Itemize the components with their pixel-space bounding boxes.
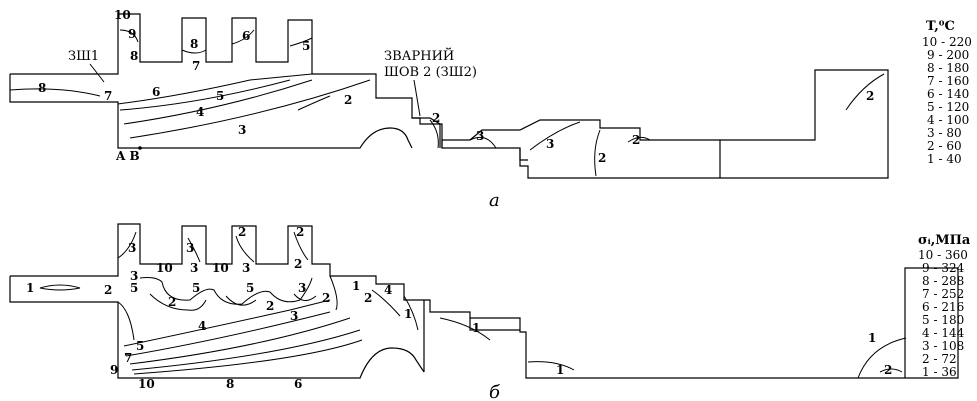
contour-label: 2 — [364, 291, 372, 305]
contour-label: 9 — [128, 27, 136, 41]
panel-b-geometry — [9, 223, 959, 379]
contour-label: 1 — [352, 279, 360, 293]
legend-a-item: 7 - 160 — [927, 74, 969, 88]
legend-a-item: 2 - 60 — [927, 139, 962, 153]
contour-label: 10 — [114, 8, 131, 22]
contour-label: 8 — [190, 37, 198, 51]
legend-b-item: 10 - 360 — [918, 248, 968, 262]
contour-label: 2 — [238, 225, 246, 239]
legend-b-item: 9 - 324 — [922, 261, 965, 275]
legend-a-item: 4 - 100 — [927, 113, 969, 127]
legend-a-item: 6 - 140 — [927, 87, 969, 101]
legend-b-item: 2 - 72 — [922, 352, 957, 366]
contour-label: 10 — [156, 261, 173, 275]
contour-label: 2 — [104, 283, 112, 297]
contour-label: 8 — [38, 81, 46, 95]
contour-label: 1 — [26, 281, 34, 295]
weld-label-2-line2: ШОВ 2 (ЗШ2) — [384, 65, 477, 80]
legend-a-item: 9 - 200 — [927, 48, 969, 62]
contour-label: 5 — [216, 89, 224, 103]
legend-b-item: 4 - 144 — [922, 326, 965, 340]
contour-label: 6 — [294, 377, 302, 391]
legend-b-item: 3 - 108 — [922, 339, 964, 353]
contour-label: 4 — [384, 283, 392, 297]
contour-label: 2 — [322, 291, 330, 305]
contour-label: 2 — [866, 89, 874, 103]
legend-b-item: 8 - 288 — [922, 274, 964, 288]
contour-label: 3 — [238, 123, 246, 137]
contour-label: 5 — [136, 339, 144, 353]
weld-label-1: ЗШ1 — [68, 49, 99, 64]
contour-label: 2 — [168, 295, 176, 309]
panel-b-caption: б — [489, 382, 501, 401]
contour-label: 2 — [266, 299, 274, 313]
legend-a-item: 10 - 220 — [922, 35, 972, 49]
contour-label: 4 — [198, 319, 206, 333]
point-labels: A B — [115, 149, 140, 163]
contour-label: 3 — [186, 241, 194, 255]
contour-label: 3 — [130, 269, 138, 283]
contour-label: 2 — [344, 93, 352, 107]
contour-label: 9 — [110, 363, 118, 377]
legend-a-title: T,⁰C — [926, 19, 955, 34]
contour-label: 5 — [302, 39, 310, 53]
legend-a-item: 8 - 180 — [927, 61, 969, 75]
contour-label: 2 — [632, 133, 640, 147]
contour-label: 2 — [598, 151, 606, 165]
contour-label: 3 — [128, 241, 136, 255]
legend-b-item: 7 - 252 — [922, 287, 964, 301]
contour-label: 5 — [192, 281, 200, 295]
panel-a-geometry — [9, 13, 889, 179]
weld-label-2-line1: ЗВАРНИЙ — [384, 47, 454, 64]
contour-label: 3 — [476, 129, 484, 143]
contour-label: 7 — [104, 89, 112, 103]
legend-b-item: 5 - 180 — [922, 313, 964, 327]
contour-label: 2 — [884, 363, 892, 377]
contour-label: 3 — [190, 261, 198, 275]
contour-label: 1 — [556, 363, 564, 377]
contour-label: 4 — [196, 105, 204, 119]
contour-label: 1 — [404, 307, 412, 321]
panel-a-labels: 10 9 8 8 6 5 8 7 7 6 5 4 3 2 2 3 3 2 2 2… — [38, 8, 972, 211]
legend-b-title: σᵢ,МПа — [918, 233, 971, 248]
legend-a-item: 1 - 40 — [927, 152, 962, 166]
contour-label: 2 — [432, 111, 440, 125]
contour-label: 5 — [246, 281, 254, 295]
contour-label: 2 — [296, 225, 304, 239]
contour-label: 1 — [868, 331, 876, 345]
panel-a-caption: а — [489, 190, 500, 211]
contour-label: 5 — [130, 281, 138, 295]
contour-label: 7 — [192, 59, 200, 73]
contour-label: 8 — [226, 377, 234, 391]
contour-label: 3 — [242, 261, 250, 275]
contour-label: 10 — [138, 377, 155, 391]
contour-label: 3 — [298, 281, 306, 295]
contour-label: 3 — [290, 309, 298, 323]
contour-label: 6 — [242, 29, 250, 43]
contour-label: 10 — [212, 261, 229, 275]
contour-label: 1 — [472, 321, 480, 335]
contour-label: 6 — [152, 85, 160, 99]
legend-a-item: 3 - 80 — [927, 126, 962, 140]
legend-b-item: 6 - 216 — [922, 300, 964, 314]
contour-label: 3 — [546, 137, 554, 151]
contour-label: 7 — [124, 351, 132, 365]
contour-label: 2 — [294, 257, 302, 271]
contour-label: 8 — [130, 49, 138, 63]
legend-b-item: 1 - 36 — [922, 365, 957, 379]
legend-a-item: 5 - 120 — [927, 100, 969, 114]
panel-b-labels: 3 3 2 2 3 3 3 2 10 10 1 5 2 5 5 3 2 2 3 … — [26, 225, 971, 401]
